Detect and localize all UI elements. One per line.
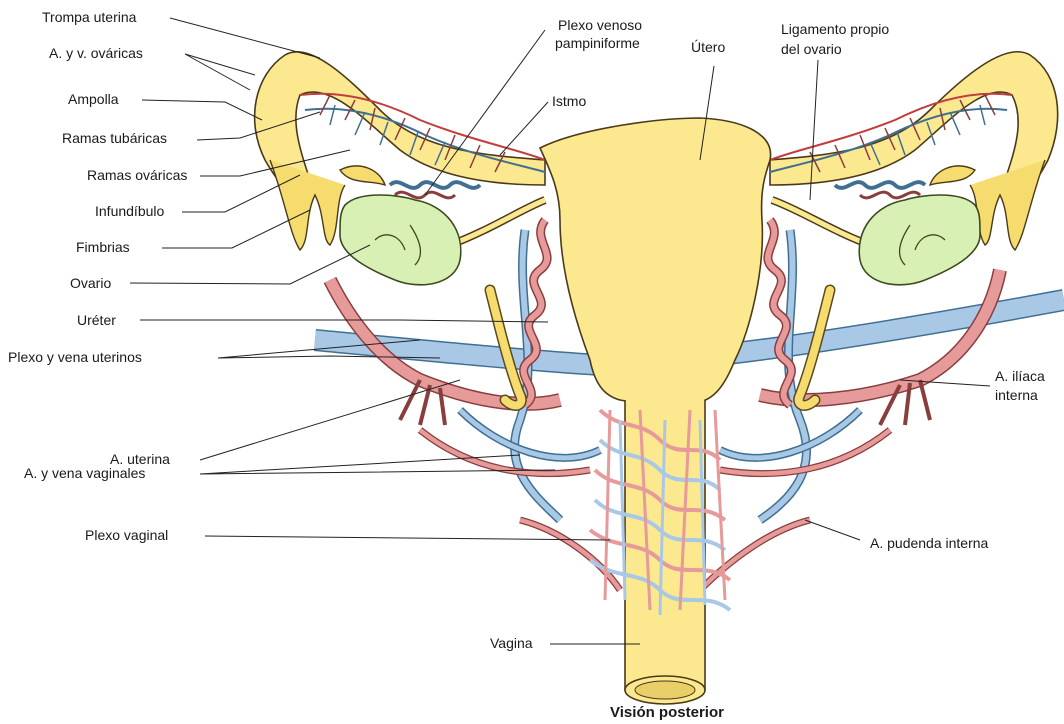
label-ligamento-line2: del ovario bbox=[781, 41, 842, 57]
label-arterias-venas-ovaricas: A. y v. ováricas bbox=[49, 45, 143, 61]
label-ramas-ovaricas: Ramas ováricas bbox=[87, 167, 187, 183]
label-ureter: Uréter bbox=[77, 312, 116, 328]
label-plexo-venoso-line1: Plexo venoso bbox=[558, 17, 642, 33]
label-ramas-tubaricas: Ramas tubáricas bbox=[62, 130, 167, 146]
label-ligamento-line1: Ligamento propio bbox=[781, 21, 889, 37]
right-ovary bbox=[859, 195, 980, 285]
label-plexo-venoso-line2: pampiniforme bbox=[555, 35, 640, 51]
label-iliaca-line1: A. ilíaca bbox=[995, 368, 1045, 384]
label-ampolla: Ampolla bbox=[68, 91, 119, 107]
left-ovary bbox=[340, 195, 461, 285]
label-istmo: Istmo bbox=[552, 93, 586, 109]
caption-vision-posterior: Visión posterior bbox=[610, 704, 724, 721]
label-trompa-uterina: Trompa uterina bbox=[42, 9, 137, 25]
label-pudenda-interna: A. pudenda interna bbox=[870, 535, 989, 551]
label-iliaca-line2: interna bbox=[995, 387, 1038, 403]
label-vagina: Vagina bbox=[490, 635, 533, 651]
label-ovario: Ovario bbox=[70, 275, 111, 291]
label-infundibulo: Infundíbulo bbox=[95, 203, 164, 219]
label-arteria-vena-vaginales: A. y vena vaginales bbox=[24, 465, 145, 481]
label-fimbrias: Fimbrias bbox=[76, 239, 130, 255]
label-plexo-vena-uterinos: Plexo y vena uterinos bbox=[8, 349, 142, 365]
label-utero: Útero bbox=[691, 39, 725, 55]
label-plexo-vaginal: Plexo vaginal bbox=[85, 527, 168, 543]
